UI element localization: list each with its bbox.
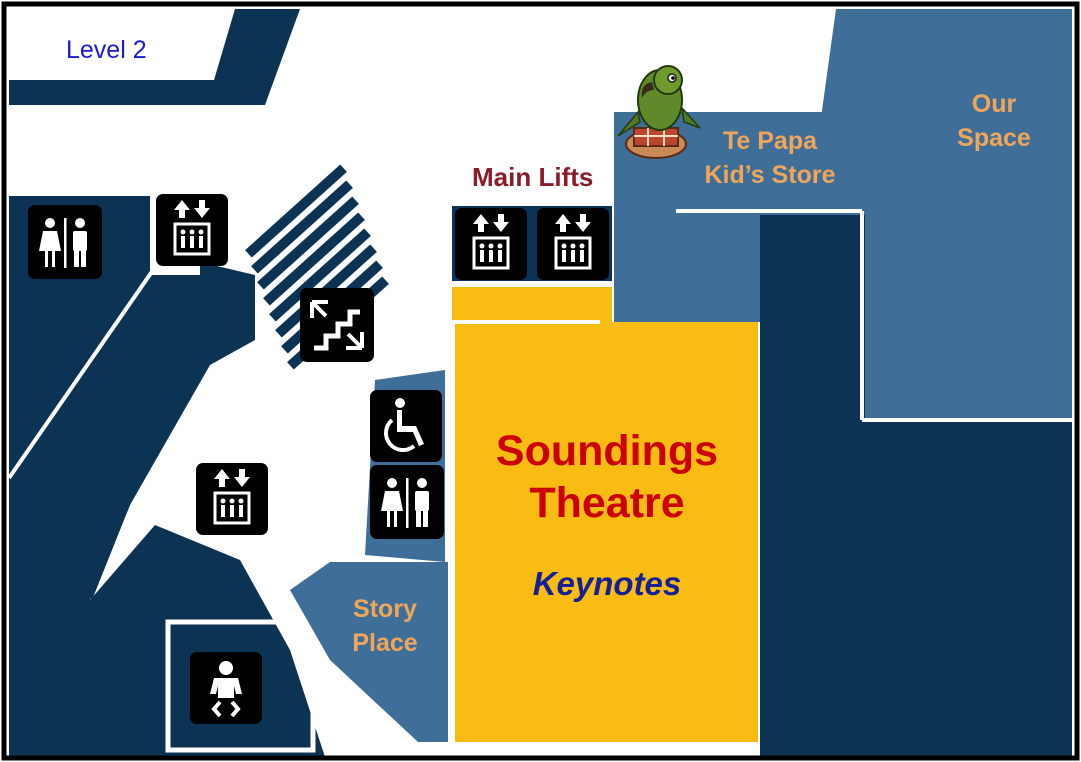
our-space-label-line1: Our [971,90,1017,118]
kids-store-label: Te Papa Kid’s Store [700,124,840,192]
kids-store-label-line1: Te Papa [722,127,818,155]
lift-icon [156,194,228,266]
theatre-area [452,287,758,742]
theatre-subtitle: Keynotes [532,565,682,602]
theatre-label: Soundings Theatre [458,425,756,529]
toilets-centre-icon [370,465,444,539]
theatre-label-line2: Theatre [529,479,685,527]
level-label: Level 2 [66,36,147,64]
kids-store-label-line2: Kid’s Store [704,161,836,189]
our-space-label-line2: Space [957,124,1031,152]
baby-room-outline [165,619,316,753]
story-place-label: Story Place [335,592,435,660]
main-lift-2-icon [537,208,609,280]
level-label-box [9,9,235,80]
main-lifts-label: Main Lifts [472,162,594,192]
stairs-icon [300,288,374,362]
story-place-label-line2: Place [352,629,418,657]
kids-store-area [614,112,838,322]
story-place-label-line1: Story [353,595,417,623]
dark-zone-left-lower [9,395,150,600]
lift-lower-icon [196,463,268,535]
wheelchair-icon [370,390,442,462]
our-space-label: Our Space [944,87,1044,155]
main-lift-1-icon [455,208,527,280]
story-place-area [290,562,448,742]
toilets-icon [28,205,102,279]
our-space-area [676,9,1072,420]
theatre-label-line1: Soundings [495,427,719,475]
left-path-line [7,258,162,480]
baby-change-icon [190,652,262,724]
parrot-mascot-icon [617,65,701,159]
